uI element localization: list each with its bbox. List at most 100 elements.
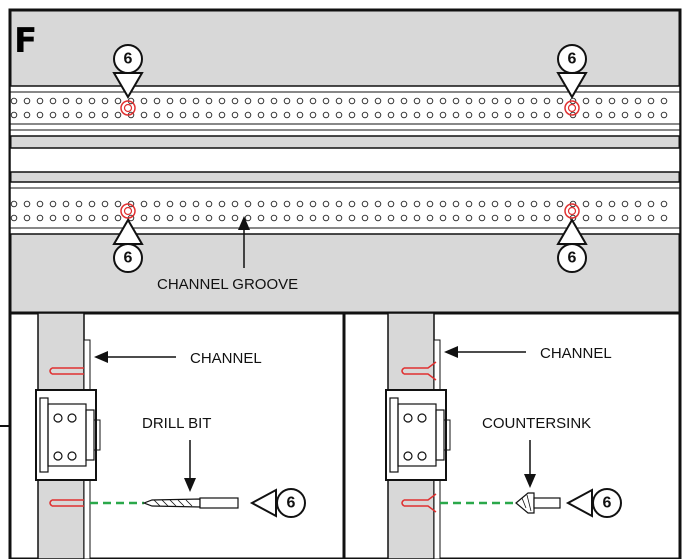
rail-hole xyxy=(400,200,408,208)
rail-hole xyxy=(166,214,174,222)
countersink-arrow xyxy=(524,440,536,488)
rail-hole xyxy=(621,111,629,119)
rail-hole xyxy=(504,111,512,119)
rail-hole xyxy=(608,111,616,119)
rail-hole xyxy=(413,97,421,105)
rail-hole xyxy=(439,97,447,105)
rail-hole xyxy=(595,200,603,208)
rail-hole xyxy=(387,214,395,222)
callout-bottom-right: 6 xyxy=(556,218,588,273)
svg-text:6: 6 xyxy=(287,495,296,512)
rail-hole xyxy=(387,200,395,208)
rail-hole xyxy=(361,200,369,208)
highlighted-holes xyxy=(120,100,580,219)
rail-hole xyxy=(244,200,252,208)
rail-hole xyxy=(75,97,83,105)
rail-hole xyxy=(231,214,239,222)
rail-hole xyxy=(647,214,655,222)
rail-hole xyxy=(166,200,174,208)
callout-drill: 6 xyxy=(249,488,306,518)
rail-hole xyxy=(517,111,525,119)
rail-hole xyxy=(257,214,265,222)
rail-hole xyxy=(166,111,174,119)
rail-hole xyxy=(283,111,291,119)
rail-hole xyxy=(101,200,109,208)
rail-hole xyxy=(153,200,161,208)
callout-top-left: 6 xyxy=(112,44,144,99)
rail-hole xyxy=(10,214,18,222)
rail-hole xyxy=(400,97,408,105)
rail-hole xyxy=(244,97,252,105)
rail-hole xyxy=(23,214,31,222)
drill-bit-arrow xyxy=(184,440,196,492)
countersink-label: COUNTERSINK xyxy=(482,415,591,432)
rail-hole xyxy=(153,97,161,105)
rail-hole xyxy=(556,200,564,208)
rail-hole xyxy=(608,214,616,222)
rail-hole xyxy=(621,214,629,222)
rail-hole xyxy=(647,111,655,119)
rail-hole xyxy=(595,214,603,222)
rail-hole xyxy=(23,200,31,208)
rail-hole xyxy=(413,111,421,119)
rail-hole xyxy=(88,111,96,119)
rail-hole xyxy=(465,111,473,119)
rail-hole xyxy=(23,111,31,119)
rail-hole xyxy=(426,214,434,222)
rail-hole xyxy=(582,214,590,222)
rail-hole xyxy=(231,200,239,208)
rail-hole xyxy=(218,214,226,222)
rail-hole xyxy=(491,214,499,222)
rail-hole xyxy=(257,111,265,119)
rail-hole xyxy=(634,200,642,208)
rail-hole xyxy=(426,111,434,119)
rail-hole xyxy=(309,200,317,208)
rail-hole xyxy=(101,97,109,105)
rail-hole xyxy=(452,214,460,222)
rail-hole xyxy=(517,97,525,105)
rail-hole xyxy=(517,200,525,208)
rail-hole xyxy=(543,97,551,105)
rail-hole xyxy=(439,214,447,222)
rail-hole xyxy=(374,200,382,208)
rail-hole xyxy=(504,214,512,222)
rail-hole xyxy=(88,214,96,222)
rail-hole xyxy=(309,111,317,119)
rail-hole xyxy=(608,200,616,208)
rail-hole xyxy=(62,200,70,208)
rail-hole xyxy=(296,214,304,222)
drill-bit-icon xyxy=(142,497,239,509)
rail-hole xyxy=(140,200,148,208)
lower-rail xyxy=(9,181,681,235)
rail-hole xyxy=(270,214,278,222)
rail-hole xyxy=(218,97,226,105)
rail-hole xyxy=(114,97,122,105)
rail-hole xyxy=(426,200,434,208)
rail-hole xyxy=(543,111,551,119)
svg-text:6: 6 xyxy=(124,51,133,68)
rail-hole xyxy=(114,200,122,208)
rail-hole xyxy=(595,97,603,105)
rail-hole xyxy=(439,200,447,208)
panel-letter: F xyxy=(14,21,37,61)
lower-rail-holes xyxy=(10,200,668,222)
rail-hole xyxy=(517,214,525,222)
rail-hole xyxy=(335,97,343,105)
rail-hole xyxy=(556,111,564,119)
rail-hole xyxy=(478,111,486,119)
rail-hole xyxy=(101,111,109,119)
rail-hole xyxy=(10,111,18,119)
rail-hole xyxy=(478,200,486,208)
rail-hole xyxy=(205,111,213,119)
rail-hole xyxy=(270,111,278,119)
rail-hole xyxy=(374,214,382,222)
channel-groove-label: CHANNEL GROOVE xyxy=(157,276,298,293)
rail-hole xyxy=(465,200,473,208)
rail-hole xyxy=(374,97,382,105)
rail-hole xyxy=(270,200,278,208)
countersink-icon xyxy=(515,492,561,514)
rail-hole xyxy=(179,200,187,208)
rail-hole xyxy=(530,214,538,222)
rail-hole xyxy=(36,111,44,119)
